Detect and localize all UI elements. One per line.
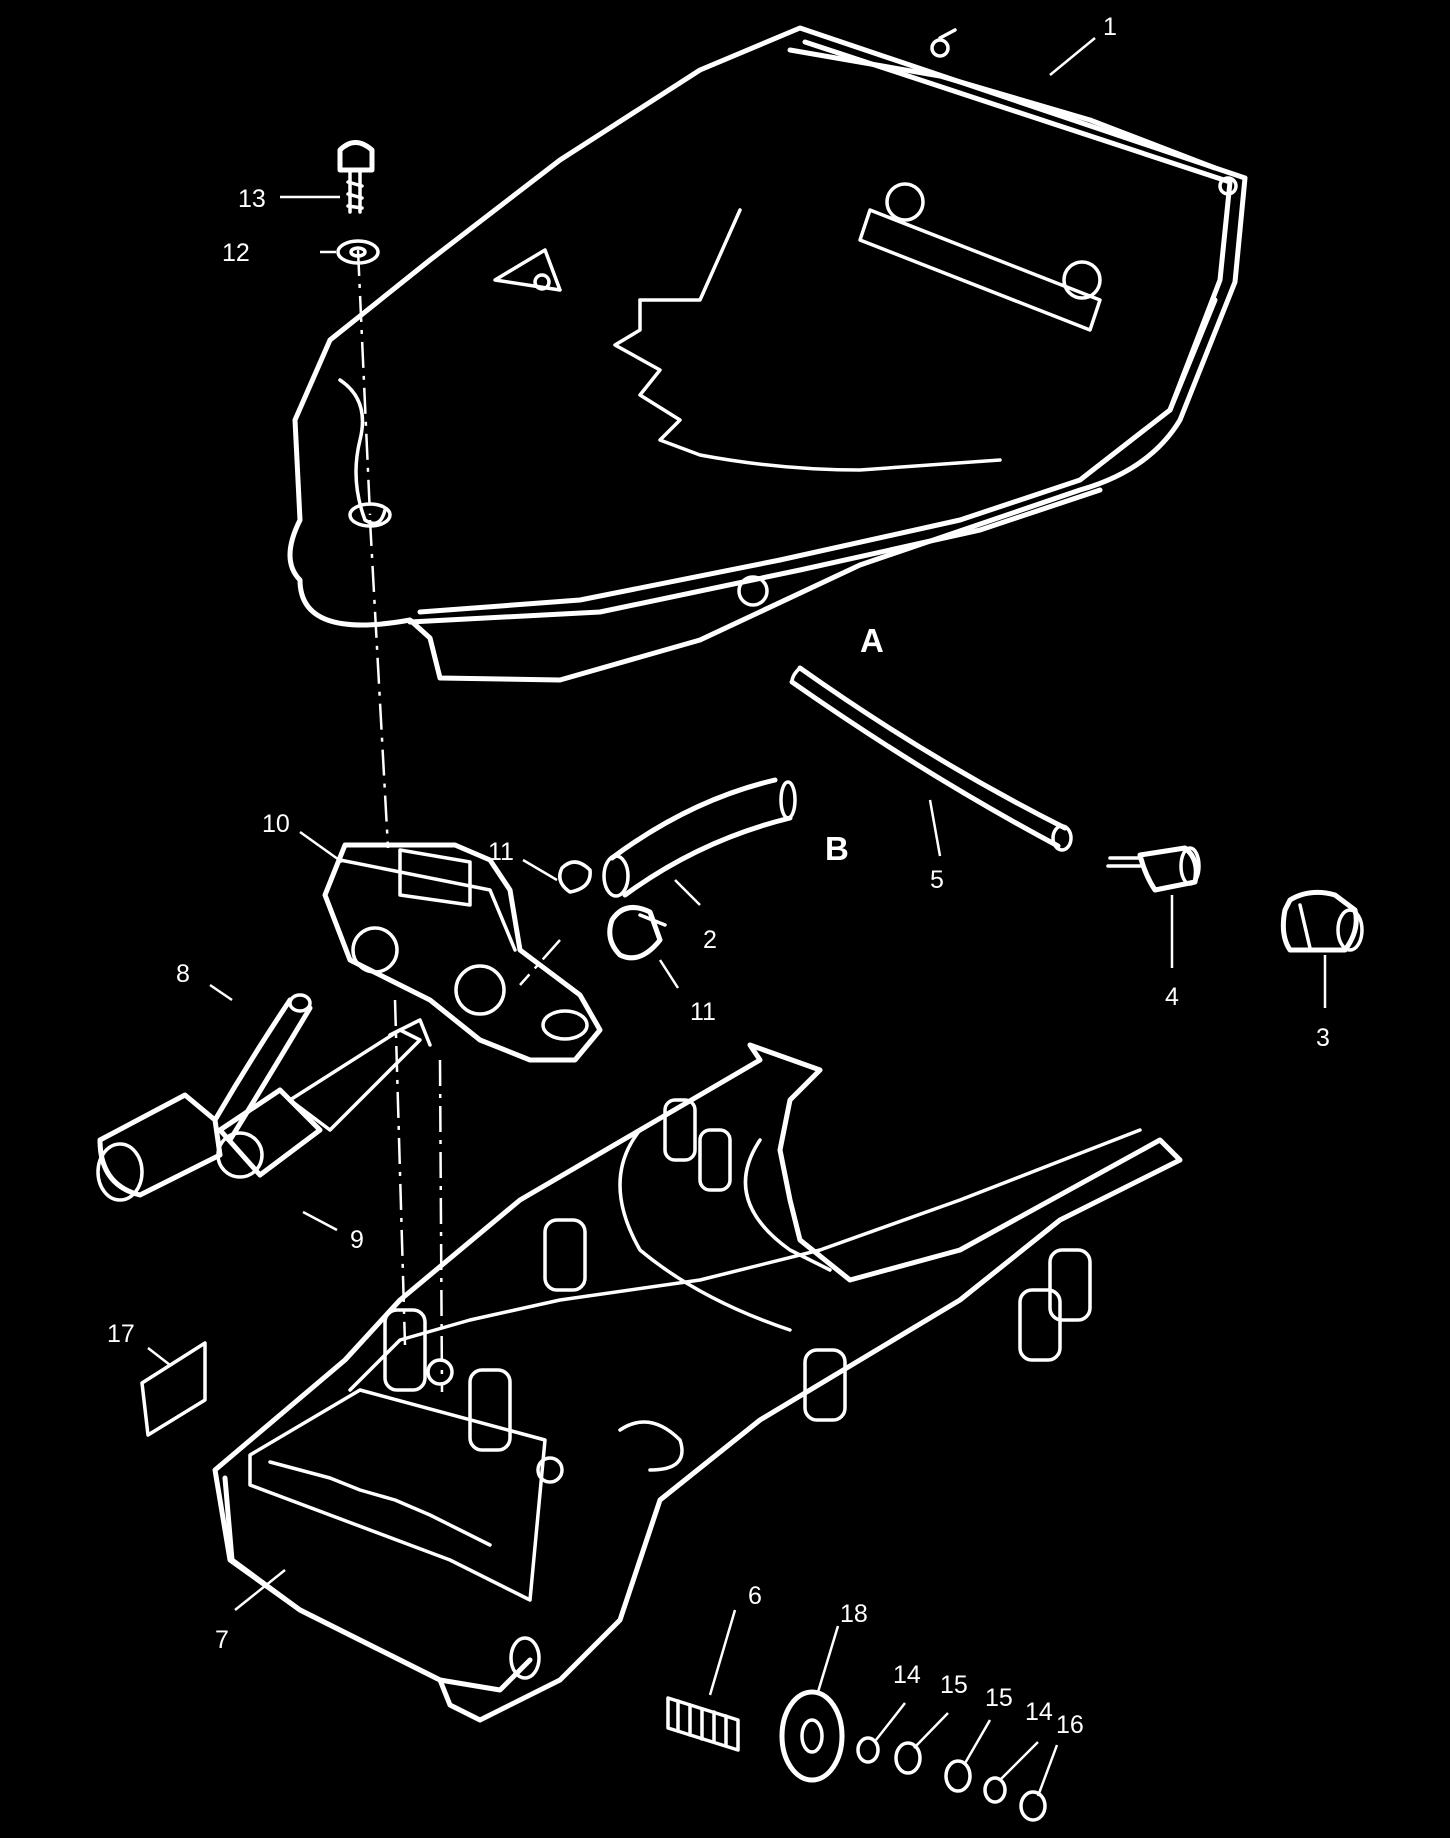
callout-12: 12 (222, 239, 250, 267)
callout-6: 6 (748, 1582, 762, 1610)
callout-labels: 1 2 3 4 5 6 7 8 9 10 11 11 12 13 14 14 1… (107, 13, 1330, 1739)
washer-14b (983, 1776, 1007, 1804)
fitting-9 (216, 1018, 432, 1179)
stud-6 (666, 1696, 740, 1752)
callout-2: 2 (703, 926, 717, 954)
nut-16 (1019, 1790, 1047, 1822)
hose-5 (789, 665, 1073, 852)
hose-2 (602, 777, 797, 898)
callout-11a: 11 (488, 838, 514, 866)
bracket-10 (322, 842, 603, 1063)
callout-15b: 15 (985, 1684, 1013, 1712)
grommet-3 (1280, 889, 1364, 953)
upper-cover (287, 25, 1248, 683)
callout-4: 4 (1165, 983, 1179, 1011)
callout-1: 1 (1103, 13, 1117, 41)
callout-18: 18 (840, 1600, 868, 1628)
assembly-lines (356, 249, 561, 1393)
callout-11b: 11 (690, 998, 716, 1026)
callout-9: 9 (350, 1226, 364, 1254)
fitting-4 (1106, 845, 1201, 893)
detail-label-b: B (825, 830, 849, 867)
callout-5: 5 (930, 866, 944, 894)
callout-10: 10 (262, 810, 290, 838)
callout-14b: 14 (1025, 1698, 1053, 1726)
callout-14a: 14 (893, 1661, 921, 1689)
detail-label-a: A (860, 622, 884, 659)
clip-11b (607, 905, 667, 961)
callout-8: 8 (176, 960, 190, 988)
washer-18 (779, 1689, 845, 1783)
screw-13 (337, 140, 375, 214)
decal-17 (140, 1341, 207, 1437)
callout-15a: 15 (940, 1671, 968, 1699)
callout-17: 17 (107, 1320, 135, 1348)
lower-cover (212, 1042, 1183, 1723)
clip-11a (558, 860, 592, 894)
callout-3: 3 (1316, 1024, 1330, 1052)
nut-15b (944, 1759, 972, 1793)
callout-16: 16 (1056, 1711, 1084, 1739)
leader-lines (147, 37, 1327, 1797)
callout-7: 7 (215, 1626, 229, 1654)
connector-8 (96, 993, 313, 1202)
washer-14a (856, 1736, 880, 1764)
callout-13: 13 (238, 185, 266, 213)
nut-15a (894, 1741, 922, 1775)
